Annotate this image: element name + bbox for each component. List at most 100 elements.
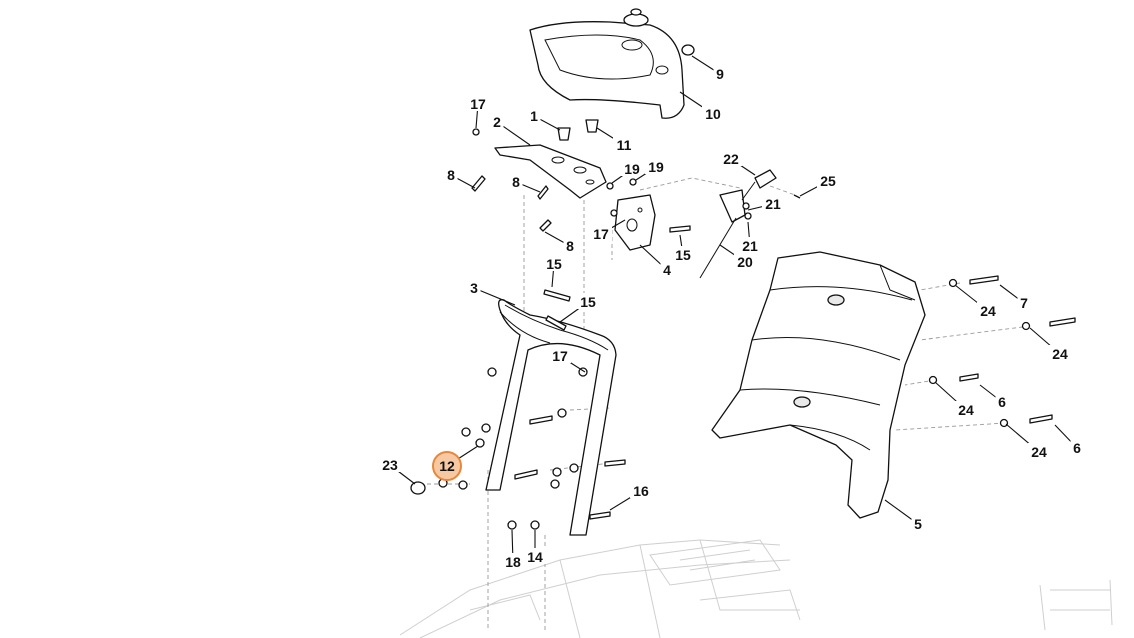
callout-c10: 10 [679,91,724,122]
callout-number: 17 [593,226,609,242]
callout-number: 4 [663,262,671,278]
callout-number: 2 [493,114,501,130]
label-background [502,553,524,569]
callout-c24a: 24 [954,284,999,319]
callout-c3: 3 [467,279,516,306]
callout-c15c: 15 [672,234,694,263]
callout-number: 6 [998,394,1006,410]
callout-number: 9 [716,66,724,82]
label-background [630,482,652,498]
label-background [660,261,674,277]
label-background [527,107,541,123]
label-background [379,456,401,472]
callout-number: 15 [580,294,596,310]
callout-number: 15 [675,247,691,263]
callout-number: 24 [980,303,996,319]
callout-c8c: 8 [544,231,577,254]
callout-c17b: 17 [590,219,626,242]
callout-c24b: 24 [1029,327,1071,362]
label-background [1017,294,1031,310]
label-background [577,293,599,309]
label-background [911,515,925,531]
callout-c20: 20 [719,244,756,270]
callout-c6b: 6 [1054,424,1084,456]
callout-number: 10 [705,106,721,122]
callout-number: 5 [914,516,922,532]
callout-number: 21 [765,196,781,212]
label-background [613,136,635,152]
callout-number: 21 [742,238,758,254]
callout-c15a: 15 [543,255,565,288]
label-background [995,393,1009,409]
label-background [490,113,504,129]
label-background [467,279,481,295]
callout-number: 6 [1073,440,1081,456]
label-background [713,65,727,81]
label-background [467,95,489,111]
handle-bar [485,299,617,536]
label-background [590,225,612,241]
callout-number: 1 [530,108,538,124]
callout-number: 8 [512,174,520,190]
label-background [1028,443,1050,459]
callout-c14: 14 [524,530,546,565]
label-background [955,401,977,417]
highlight-circle [432,451,462,481]
callout-number: 24 [1031,444,1047,460]
label-background [672,246,694,262]
callout-number: 18 [505,554,521,570]
label-background [621,160,643,176]
callout-number: 8 [566,238,574,254]
callout-number: 14 [527,549,543,565]
callout-c22: 22 [720,150,756,176]
callout-number: 16 [633,483,649,499]
callout-c11: 11 [596,127,635,153]
callout-number: 24 [958,402,974,418]
label-background [444,166,458,182]
label-background [977,302,999,318]
callout-c17c: 17 [549,347,586,373]
label-background [645,158,667,174]
label-background [549,347,571,363]
knob-part-9 [681,44,695,56]
chute-cover [529,8,685,119]
callout-number: 25 [820,173,836,189]
callout-c8b: 8 [509,173,541,193]
callout-number: 17 [552,348,568,364]
frame-background [399,539,1113,638]
callout-c21a: 21 [747,195,784,212]
callout-c23: 23 [379,456,416,485]
callout-number: 12 [439,458,455,474]
callout-number: 24 [1052,346,1068,362]
callout-c2: 2 [490,113,531,146]
callout-number: 11 [617,137,632,153]
callout-c4: 4 [639,244,674,278]
callout-number: 19 [648,159,664,175]
callout-number: 17 [470,96,486,112]
label-background [1070,439,1084,455]
callout-c25: 25 [799,172,839,197]
callout-c17a: 17 [467,95,489,129]
bracket-plate [494,144,607,199]
label-background [524,548,546,564]
fasteners [410,128,1076,530]
callout-c15b: 15 [559,293,599,323]
callout-c18: 18 [502,529,524,570]
callout-number: 8 [447,167,455,183]
callout-c24c: 24 [934,381,977,418]
label-background [817,172,839,188]
callout-number: 3 [470,280,478,296]
label-background [739,237,761,253]
bracket-part-4 [614,194,656,251]
callout-c5: 5 [884,499,925,532]
callout-c9: 9 [691,55,727,82]
label-background [702,105,724,121]
callout-c12[interactable]: 12 [432,445,479,481]
callout-number: 19 [624,161,640,177]
callout-c1: 1 [527,107,561,131]
label-background [734,253,756,269]
label-background [543,255,565,271]
callout-number: 23 [382,457,398,473]
